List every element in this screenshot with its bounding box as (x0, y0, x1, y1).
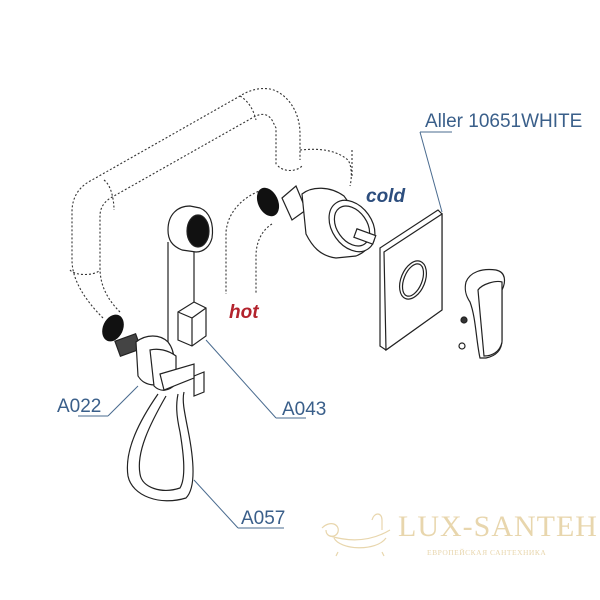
part-label-a057: A057 (241, 508, 286, 529)
leader-a022 (107, 385, 139, 417)
screw-2 (458, 342, 466, 350)
hot-label: hot (229, 302, 259, 323)
pipe-end-hot (256, 187, 280, 217)
shower-holder (177, 301, 207, 397)
pipe-end-left (102, 314, 124, 342)
watermark-brand: LUX-SANTEH (398, 510, 598, 543)
watermark-tagline: ЕВРОПЕЙСКАЯ САНТЕХНИКА (427, 548, 547, 557)
bathtub-icon (321, 513, 391, 557)
mixer-cartridge (281, 185, 377, 259)
product-label: Aller 10651WHITE (425, 111, 583, 132)
angle-valve (114, 332, 195, 391)
lever-handle (464, 268, 506, 359)
hidden-pipe-loop (69, 87, 352, 319)
screw-1 (460, 316, 468, 324)
part-label-a043: A043 (282, 399, 327, 420)
leader-a043 (205, 339, 277, 419)
part-label-a022: A022 (57, 396, 102, 417)
leader-aller (419, 131, 443, 213)
hand-shower (167, 205, 214, 360)
cover-plate (379, 209, 443, 352)
leader-a057 (193, 479, 239, 529)
cold-label: cold (366, 186, 406, 207)
shower-hose (126, 391, 194, 502)
hidden-hot-pipe (225, 189, 273, 294)
